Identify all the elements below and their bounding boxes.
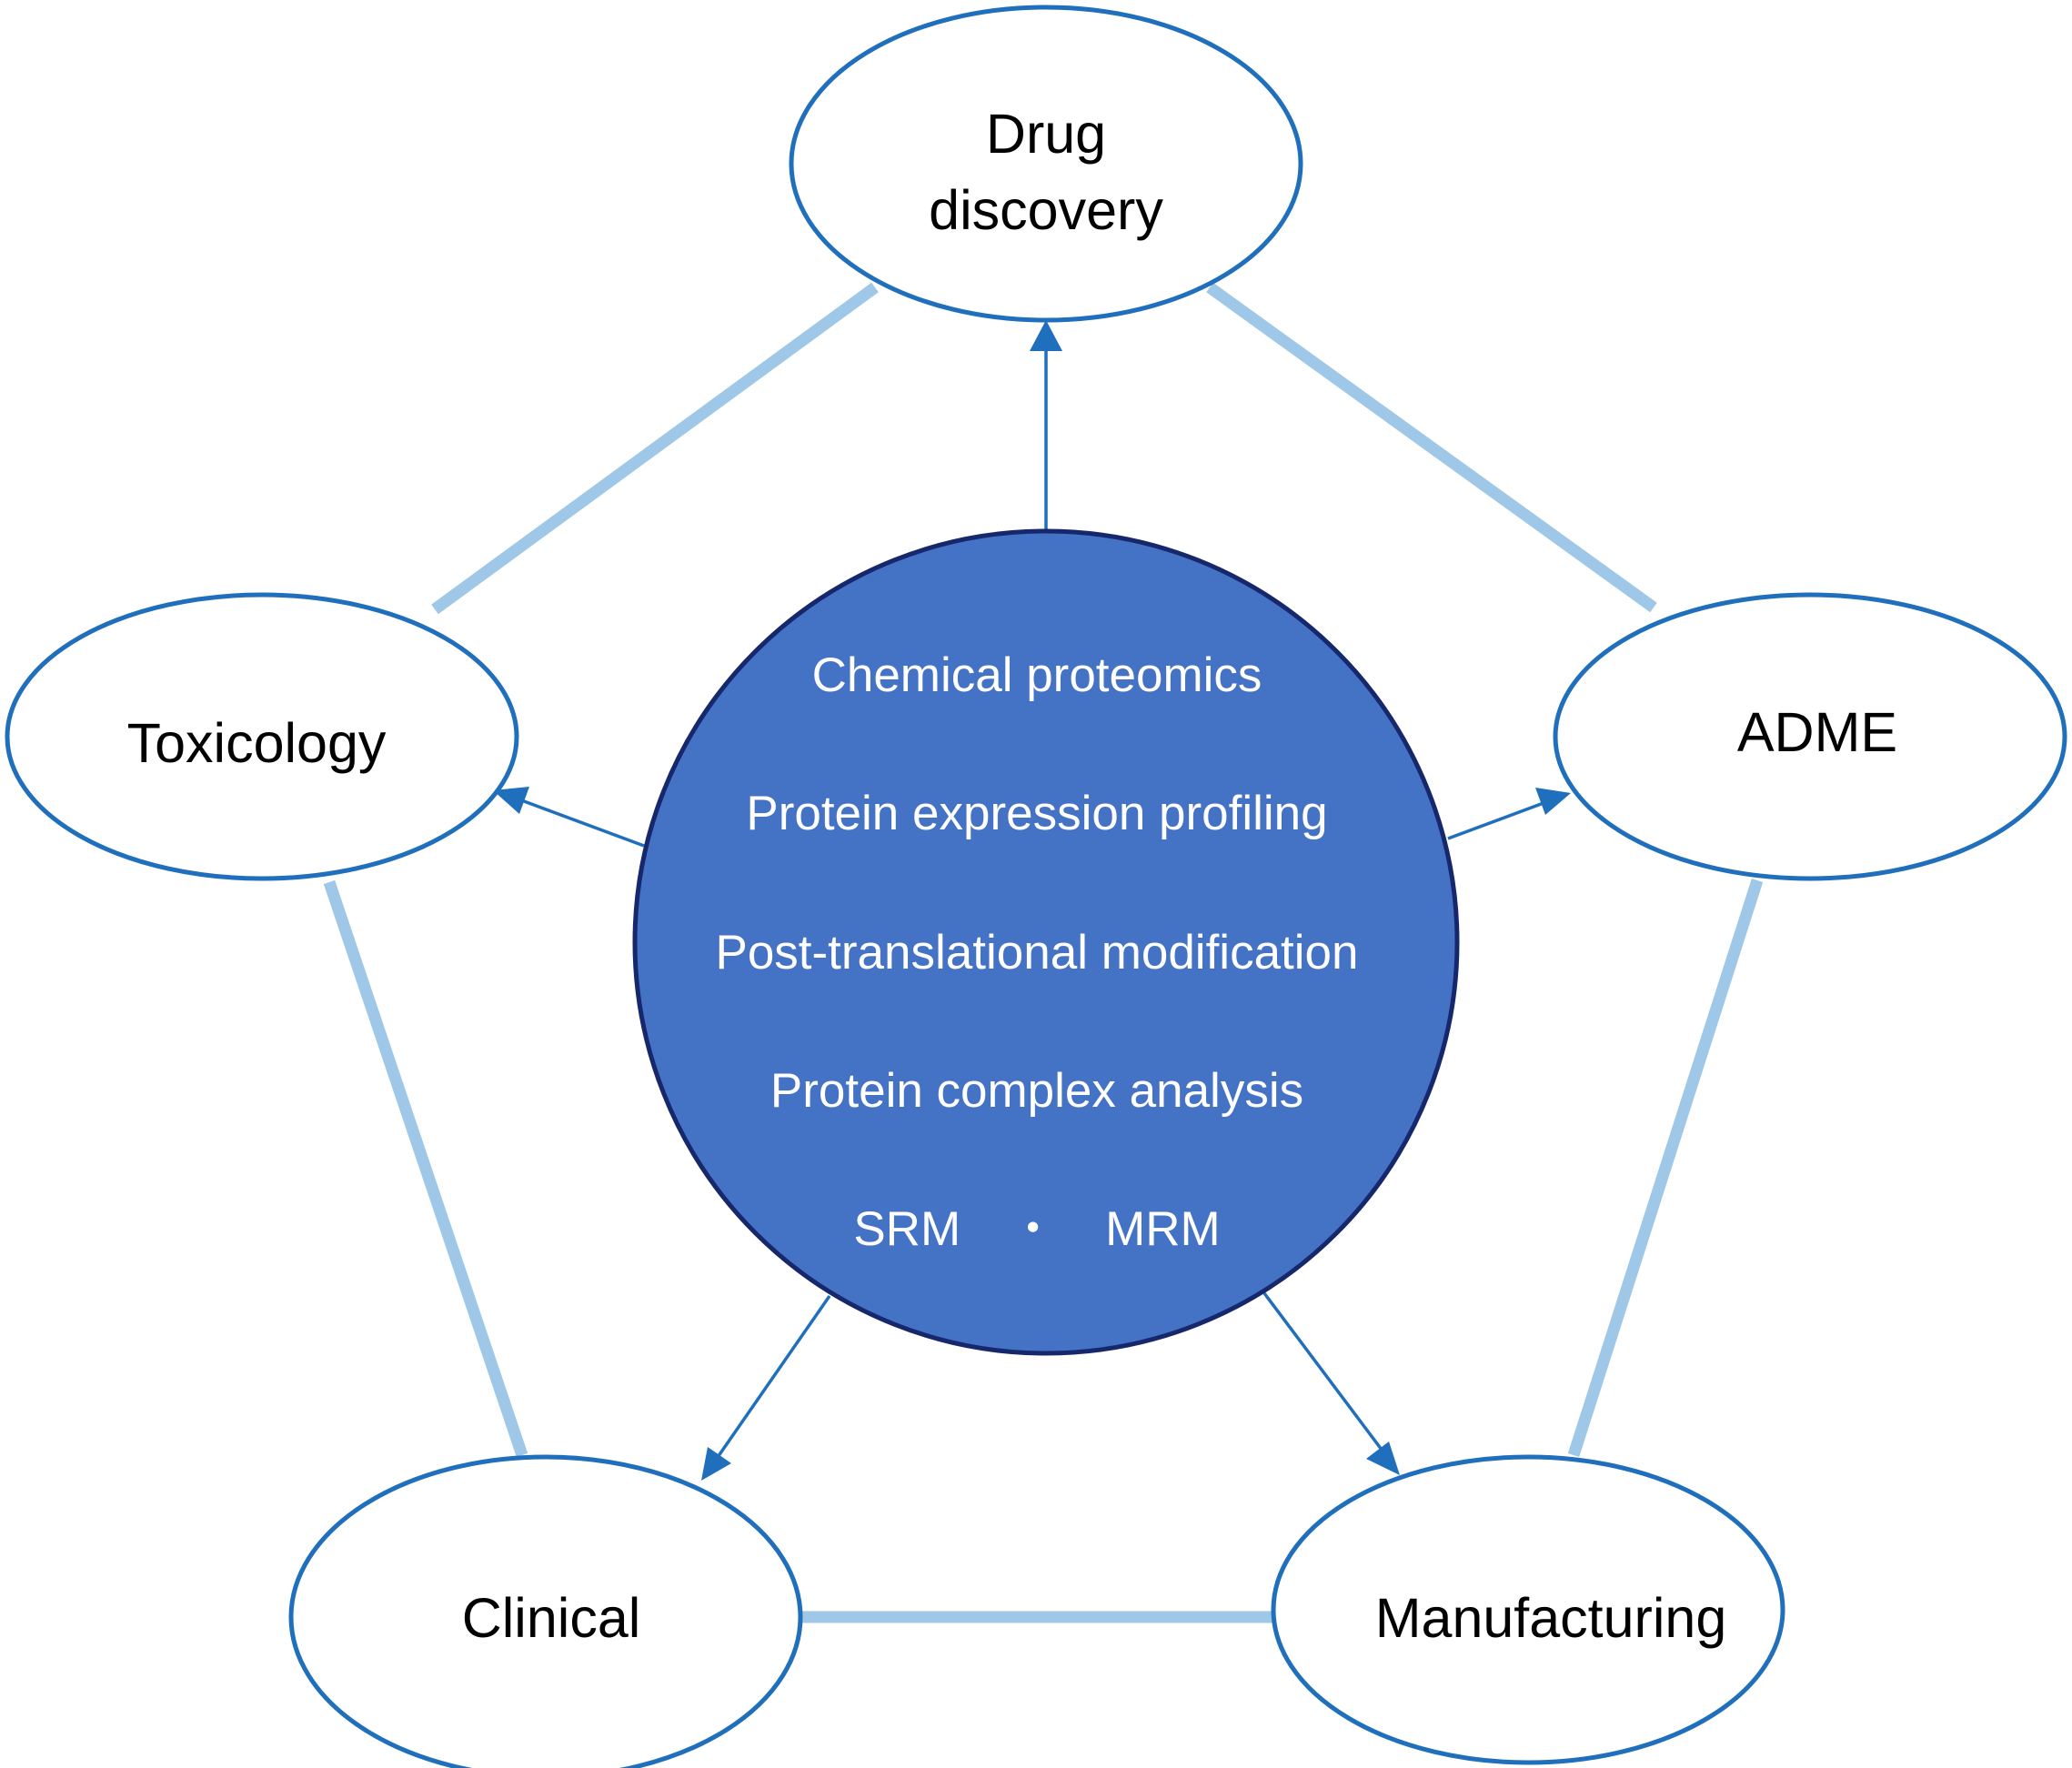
hub-item-srm-mrm: SRM ・ MRM	[853, 1202, 1220, 1256]
pentagon-connectors	[323, 282, 1764, 1623]
arrowhead-toxicology	[493, 787, 529, 814]
node-drug-discovery: Drug discovery	[789, 5, 1303, 323]
arrowhead-manufacturing	[1366, 1442, 1400, 1475]
node-adme-ellipse	[1553, 592, 2067, 881]
node-clinical-label: Clinical	[462, 1587, 641, 1649]
arrow-to-toxicology	[516, 797, 645, 848]
hub-item-protein-complex-analysis: Protein complex analysis	[770, 1064, 1303, 1118]
node-adme: ADME	[1553, 592, 2067, 881]
node-toxicology-ellipse	[5, 592, 519, 881]
connector-clinical-toxicology	[323, 879, 528, 1458]
hub-circle	[632, 528, 1460, 1356]
connector-adme-manufacturing	[1567, 879, 1764, 1457]
hub-arrows	[493, 320, 1571, 1481]
hub-item-post-translational-modification: Post-translational modification	[715, 926, 1358, 979]
connector-discovery-adme	[1206, 282, 1657, 613]
node-toxicology-label: Toxicology	[127, 712, 387, 774]
arrowhead-adme	[1535, 788, 1571, 815]
node-drug-discovery-label-line1: Drug	[986, 103, 1106, 165]
arrow-to-adme	[1447, 799, 1552, 840]
node-toxicology: Toxicology	[5, 592, 519, 881]
node-manufacturing-label: Manufacturing	[1375, 1587, 1727, 1649]
node-manufacturing-ellipse	[1271, 1454, 1785, 1765]
node-manufacturing: Manufacturing	[1271, 1454, 1785, 1765]
arrow-to-manufacturing	[1262, 1291, 1389, 1459]
connector-toxicology-discovery	[431, 282, 879, 615]
hub-item-chemical-proteomics: Chemical proteomics	[812, 648, 1262, 702]
hub: Chemical proteomics Protein expression p…	[632, 528, 1460, 1356]
node-drug-discovery-ellipse	[789, 5, 1303, 323]
node-drug-discovery-label-line2: discovery	[929, 179, 1163, 241]
arrowhead-drug-discovery	[1030, 320, 1062, 351]
arrow-to-clinical	[712, 1295, 831, 1463]
node-clinical-ellipse	[288, 1454, 803, 1768]
hub-item-protein-expression-profiling: Protein expression profiling	[746, 787, 1327, 840]
node-clinical: Clinical	[288, 1454, 803, 1768]
node-adme-label: ADME	[1737, 701, 1897, 763]
arrowhead-clinical	[701, 1447, 731, 1481]
